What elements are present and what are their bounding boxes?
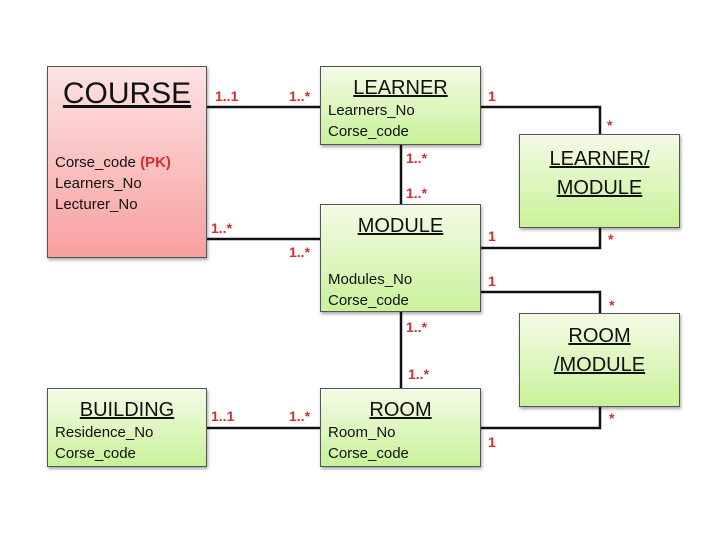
entity-room: ROOM Room_No Corse_code [320,388,481,467]
cardinality-label: 1..1 [215,88,239,104]
cardinality-label: 1..* [408,366,430,382]
entity-title-line2: MODULE [556,177,643,199]
attribute: Room_No [328,424,396,441]
line-learner-learnermodule [481,105,602,134]
attribute: Corse_code [55,154,136,171]
pk-marker: (PK) [140,154,171,171]
line-module-roommodule [481,290,602,313]
entity-learner-module: LEARNER/ MODULE [519,134,680,228]
entity-title: BUILDING [79,399,175,421]
entity-module: MODULE Modules_No Corse_code [320,204,481,312]
line-room-roommodule [481,407,602,430]
attribute: Lecturer_No [55,196,138,213]
attribute: Corse_code [328,445,409,462]
entity-building: BUILDING Residence_No Corse_code [47,388,207,467]
entity-room-module: ROOM /MODULE [519,313,680,407]
entity-title: COURSE [62,77,192,110]
cardinality-label: 1..1 [211,408,235,424]
attribute: Learners_No [328,102,415,119]
cardinality-label: 1..* [406,319,428,335]
cardinality-label: 1 [488,434,496,450]
cardinality-label: * [608,231,614,247]
cardinality-label: * [609,410,615,426]
attribute: Corse_code [55,445,136,462]
cardinality-label: 1..* [406,150,428,166]
cardinality-label: 1..* [289,88,311,104]
entity-title: ROOM [369,399,432,421]
cardinality-label: 1..* [406,185,428,201]
cardinality-label: 1 [488,273,496,289]
line-module-learnermodule [481,228,602,250]
cardinality-label: * [609,297,615,313]
attribute: Learners_No [55,175,142,192]
entity-learner: LEARNER Learners_No Corse_code [320,66,481,145]
attribute: Corse_code [328,292,409,309]
cardinality-label: * [607,117,613,133]
entity-title: MODULE [357,215,444,237]
attribute: Corse_code [328,123,409,140]
cardinality-label: 1..* [211,220,233,236]
entity-title-line2: /MODULE [553,354,646,376]
cardinality-label: 1 [488,88,496,104]
cardinality-label: 1..* [289,244,311,260]
cardinality-label: 1 [488,228,496,244]
attribute: Modules_No [328,271,413,288]
entity-title-line1: LEARNER/ [549,148,650,170]
attribute: Residence_No [55,424,154,441]
entity-title: LEARNER [353,77,448,99]
entity-course: COURSE Corse_code (PK) Learners_No Lectu… [47,66,207,258]
entity-title-line1: ROOM [568,325,631,347]
cardinality-label: 1..* [289,408,311,424]
